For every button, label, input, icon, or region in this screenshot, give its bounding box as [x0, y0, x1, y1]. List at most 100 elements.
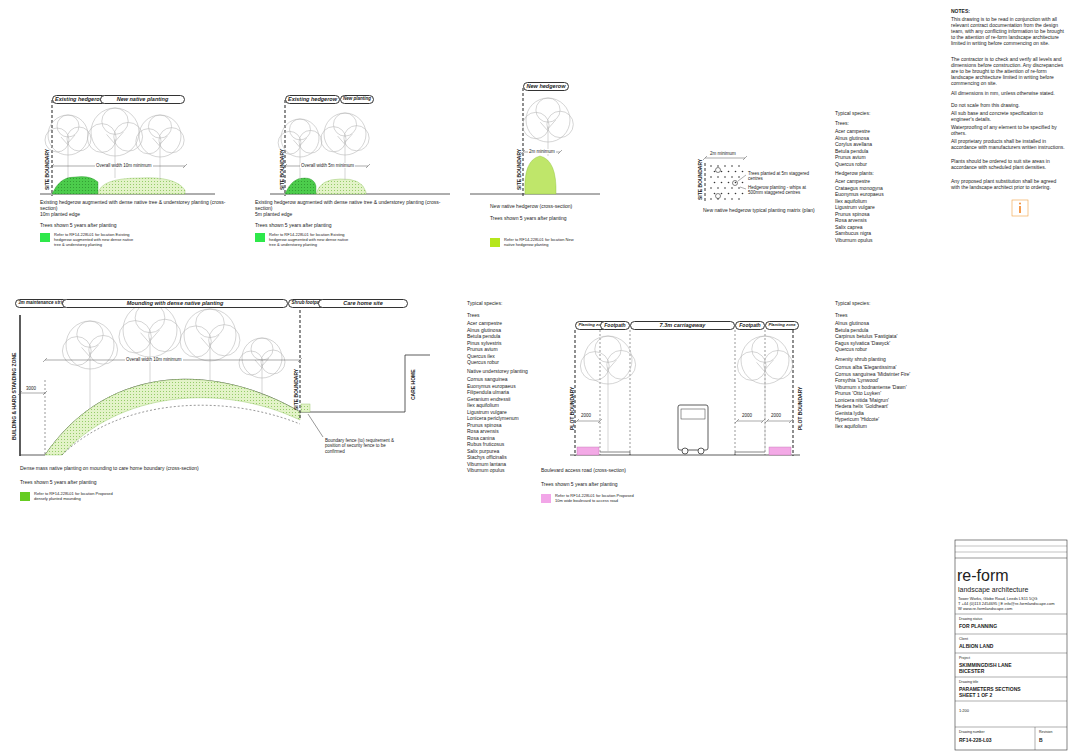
section-band-label: Footpath [600, 321, 630, 330]
band-text: Existing hedgerow [288, 97, 337, 103]
annotation-text: Do not scale from this drawing. [951, 102, 1066, 108]
annotation-text: Prunus spinosa [467, 422, 501, 428]
drawing-line [600, 330, 601, 455]
drawing-line [955, 614, 1067, 615]
drawing-path [52, 177, 98, 194]
legend-swatch [541, 494, 551, 503]
annotation-text: re-form [957, 566, 1009, 585]
drawing-circle [733, 181, 738, 186]
annotation-text: Viburnum lantana [467, 461, 506, 467]
drawing-line [598, 419, 602, 423]
drawing-circle [547, 111, 573, 137]
drawing-circle [580, 352, 609, 381]
annotation-text: Viburnum opulus [835, 237, 872, 243]
annotation-text: Filipendula ulmaria [467, 389, 509, 395]
dimension-line [283, 164, 370, 168]
annotation-text: Alnus glutinosa [835, 320, 869, 326]
drawing-circle [261, 350, 285, 374]
section-band-label: 3m maintenance strip [15, 299, 68, 308]
drawing-circle [710, 176, 712, 178]
drawing-line [522, 88, 523, 196]
annotation-text: FOR PLANNING [959, 623, 997, 629]
drawing-circle [735, 171, 737, 173]
annotation-text: NOTES: [951, 8, 970, 14]
drawing-circle [148, 115, 171, 138]
annotation-text: Trees shown 5 years after planting [40, 222, 117, 228]
boundary-label: SITE BOUNDARY [293, 369, 299, 410]
annotation-text: Client [959, 637, 968, 641]
drawing-line [765, 367, 766, 452]
annotation-text: Drawing number [959, 730, 985, 734]
drawing-circle [77, 321, 103, 347]
drawing-circle [321, 127, 346, 152]
annotation-text: Trees shown 5 years after planting [541, 481, 618, 487]
annotation-text: Rosa arvensis [835, 217, 867, 223]
drawing-circle [45, 128, 69, 152]
annotation-text: Overall width 5m minimum [300, 163, 355, 168]
drawing-line [45, 380, 46, 455]
annotation-text: Quercus robur [467, 359, 499, 365]
annotation-text: Betula pendula [835, 327, 868, 333]
annotation-text: 2000 [742, 413, 752, 418]
drawing-line [703, 156, 707, 160]
drawing-line [160, 142, 161, 180]
legend-swatch [40, 233, 50, 242]
band-text: New native planting [117, 97, 169, 103]
annotation-text: Trees [467, 312, 480, 318]
annotation-text: Trees shown 5 years after planting [20, 479, 97, 485]
tree-symbol [119, 303, 181, 384]
annotation-text: B [1039, 737, 1043, 743]
drawing-circle [180, 326, 211, 357]
legend-swatch [20, 492, 30, 501]
drawing-line [183, 164, 187, 168]
drawing-circle [721, 182, 723, 184]
drawing-line [735, 419, 739, 423]
annotation-text: Quercus ilex [467, 353, 495, 359]
section-band-label: New planting [340, 95, 374, 104]
annotation-text: Betula pendula [835, 148, 868, 154]
drawing-circle [119, 321, 151, 353]
drawing-circle [738, 187, 740, 189]
drawing-line [1019, 206, 1021, 213]
drawing-circle [738, 165, 740, 167]
drawing-line [955, 677, 1067, 678]
drawing-g [20, 88, 1067, 750]
drawing-line [705, 163, 706, 202]
section-band-label: Existing hedgerow [285, 95, 340, 104]
drawing-circle [716, 194, 721, 199]
band-text: Footpath [739, 323, 760, 328]
band-text: Care home site [343, 301, 382, 307]
annotation-text: Acer campestre [467, 320, 502, 326]
drawing-circle [290, 119, 311, 140]
drawing-line [575, 419, 579, 423]
drawing-circle [714, 182, 716, 184]
drawing-line [298, 358, 302, 362]
drawing-circle [728, 182, 730, 184]
drawing-path [285, 178, 316, 194]
section-band-label: New hedgerow [523, 82, 569, 91]
drawing-line [792, 330, 793, 456]
drawing-circle [62, 337, 91, 366]
drawing-circle [196, 309, 225, 338]
drawing-circle [764, 350, 793, 379]
legend-text: Refer to RF14-228L01 for location Propos… [555, 494, 635, 504]
annotation-text: Existing hedgerow augmented with dense n… [255, 199, 455, 211]
drawing-line [955, 727, 1067, 728]
tree-symbol [580, 336, 635, 452]
annotation-text: All proprietary products shall be instal… [951, 138, 1066, 150]
annotation-text: Prunus 'Otto Luyken' [835, 390, 881, 396]
drawing-rect [681, 409, 705, 419]
annotation-text: Project [959, 656, 970, 660]
band-text: 3m maintenance strip [18, 301, 64, 306]
drawing-circle [728, 171, 730, 173]
legend-text: Refer to RF14-228L01 for location Propos… [34, 492, 114, 502]
annotation-text: Overall width 10m minimum [95, 163, 153, 168]
annotation-text: Existing hedgerow augmented with dense n… [40, 199, 240, 211]
annotation-text: Any proposed plant substitution shall be… [951, 178, 1066, 190]
annotation-text: Alnus glutinosa [467, 327, 501, 333]
annotation-text: Salix caprea [835, 224, 863, 230]
annotation-text: Overall width 10m minimum [125, 357, 183, 362]
annotation-text: Carpinus betulus 'Fastigiata' [835, 333, 898, 339]
section-band-label: Planting zone [765, 321, 799, 330]
drawing-line [19, 315, 21, 456]
